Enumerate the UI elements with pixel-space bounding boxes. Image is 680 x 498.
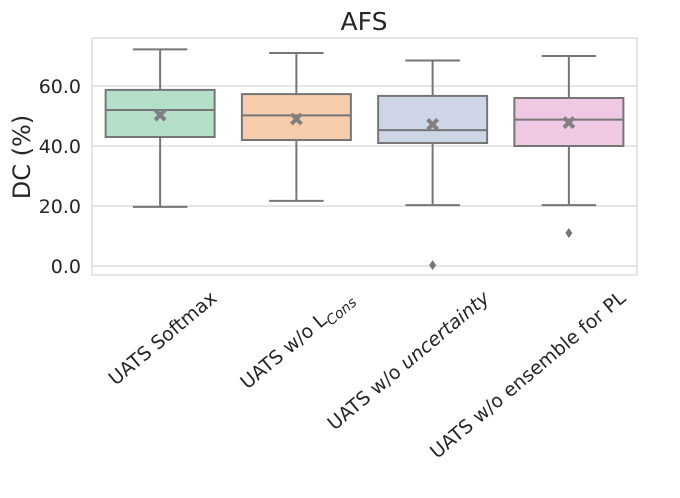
- box-2: [240, 52, 352, 202]
- y-tick-label: 40.0: [39, 136, 81, 158]
- y-tick-label: 0.0: [51, 256, 81, 278]
- box-iqr: [377, 94, 489, 144]
- box-4: [513, 55, 625, 238]
- y-tick-label: 60.0: [39, 76, 81, 98]
- outlier-marker: [565, 228, 573, 238]
- chart-title: AFS: [341, 7, 388, 36]
- box-1: [104, 48, 216, 208]
- plot-frame: [91, 37, 638, 276]
- mean-marker: [426, 117, 440, 131]
- box-3: [377, 59, 489, 271]
- y-tick-label: 20.0: [39, 196, 81, 218]
- mean-marker: [289, 112, 303, 126]
- y-tick-labels: 0.0 20.0 40.0 60.0: [39, 76, 81, 278]
- x-tick-label: UATS Softmax: [105, 287, 222, 390]
- box-series: [104, 48, 625, 271]
- mean-marker: [153, 108, 167, 122]
- y-axis-label: DC (%): [8, 115, 36, 199]
- x-tick-label: UATS w/o LCons: [236, 287, 360, 397]
- mean-marker: [562, 116, 576, 130]
- outlier-marker: [429, 260, 437, 271]
